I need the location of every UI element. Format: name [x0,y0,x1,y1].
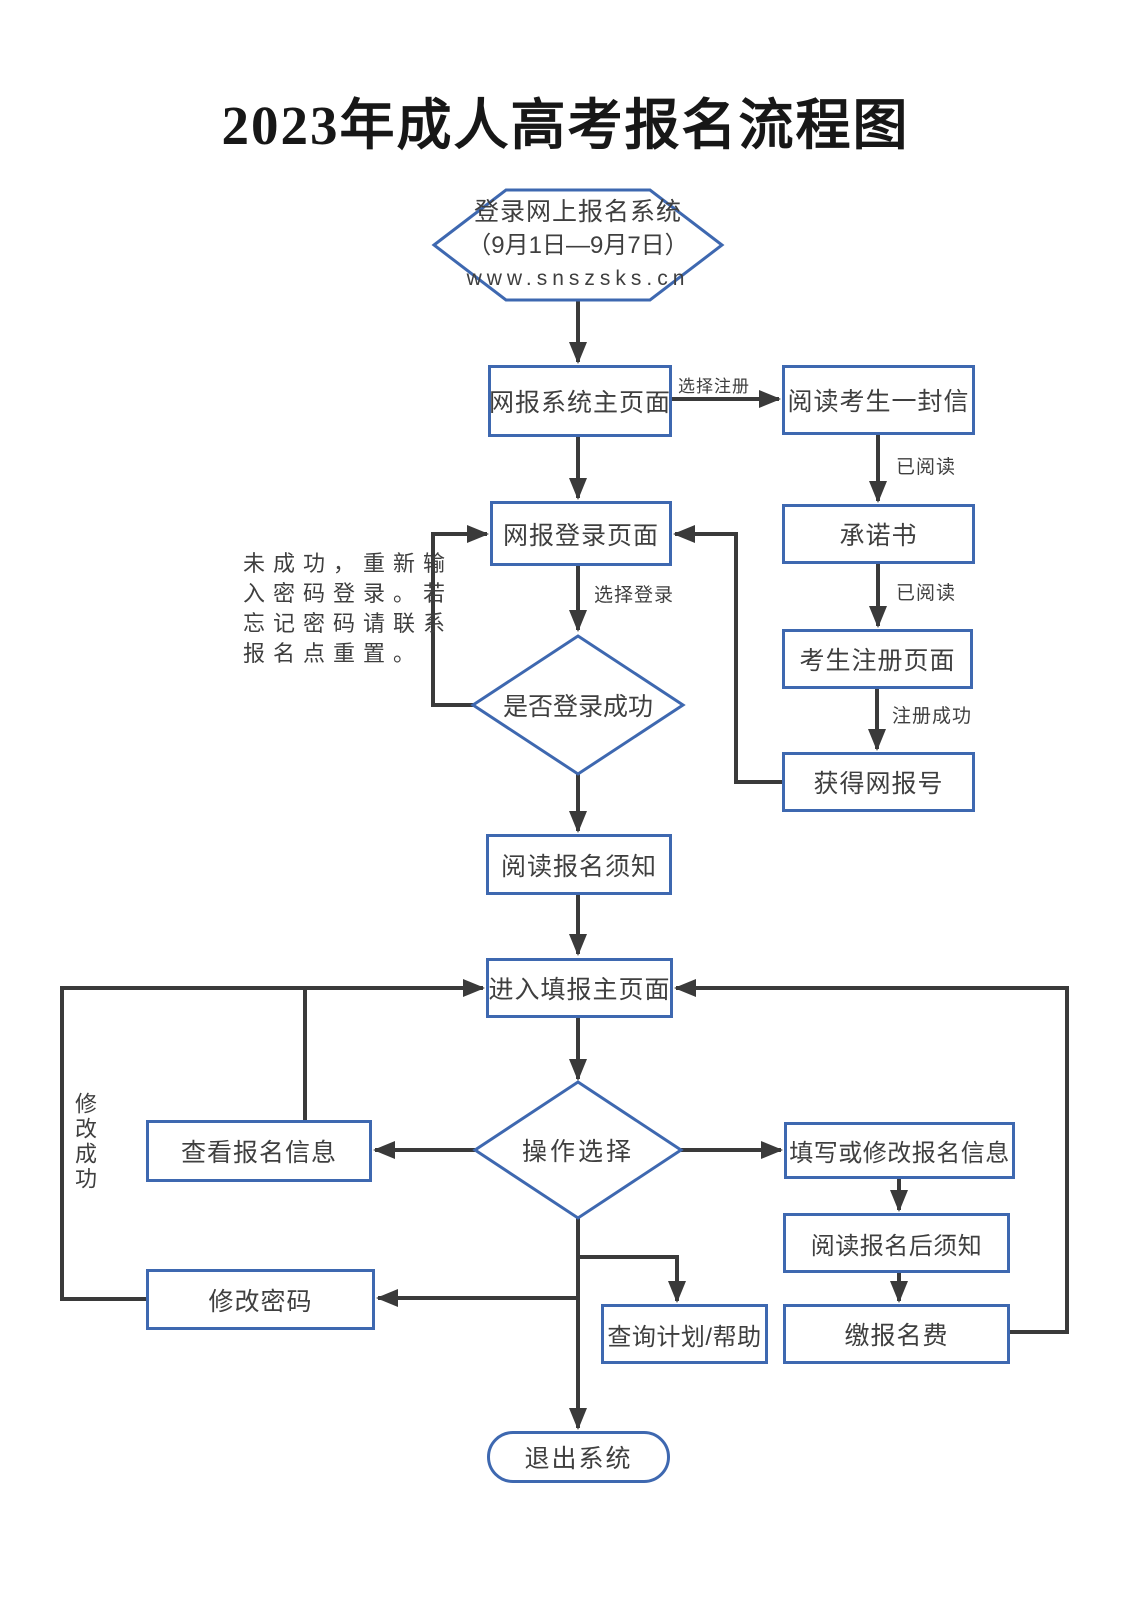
edge-branch-to-queryhelp [578,1255,686,1303]
login-portal-line1: 登录网上报名系统 [473,198,682,226]
node-view-signup-info: 查看报名信息 [146,1120,372,1182]
edge-label-read-done-1: 已阅读 [896,457,957,478]
node-modify-password: 修改密码 [146,1269,375,1330]
node-read-signup-notice: 阅读报名须知 [486,834,672,895]
node-read-candidate-letter: 阅读考生一封信 [782,365,975,435]
node-obtain-web-id: 获得网报号 [782,752,975,812]
login-portal-label: 登录网上报名系统 （9月1日—9月7日） www.snszsks.cn [434,196,722,295]
edge-label-read-done-2: 已阅读 [896,583,957,604]
edge-password-loop [60,979,485,1301]
decision-login-success-label: 是否登录成功 [502,693,653,721]
edge-payfee-loop [674,979,1069,1334]
edge-label-choose-register: 选择注册 [678,377,750,396]
login-portal-line3: www.snszsks.cn [466,267,690,290]
edge-label-modify-success: 修改成功 [72,1092,97,1192]
login-success-diamond [470,634,686,776]
node-pay-signup-fee: 缴报名费 [783,1304,1010,1364]
node-query-plan-help: 查询计划/帮助 [601,1304,768,1364]
edge-label-register-success: 注册成功 [892,706,973,727]
node-enter-fill-main-page: 进入填报主页面 [486,958,673,1018]
page-title: 2023年成人高考报名流程图 [221,95,910,156]
edge-webid-to-loginpage [673,525,782,784]
login-portal-hexagon [431,188,725,302]
node-fill-or-modify-info: 填写或修改报名信息 [784,1122,1015,1179]
login-retry-note: 未成功，重新输 入密码登录。若 忘记密码请联系 报名点重置。 [243,549,453,669]
login-retry-note-line: 未成功，重新输 [243,551,454,576]
login-portal-line2: （9月1日—9月7日） [467,232,689,259]
login-retry-note-line: 忘记密码请联系 [243,611,454,636]
node-web-main-page: 网报系统主页面 [488,365,672,437]
edge-label-choose-login: 选择登录 [594,585,675,606]
node-candidate-register-page: 考生注册页面 [782,629,973,689]
node-exit-system: 退出系统 [487,1431,670,1483]
login-retry-note-line: 入密码登录。若 [243,581,454,606]
node-commitment-letter: 承诺书 [782,504,975,564]
edge-retry-loop [431,525,489,707]
node-read-post-signup-notice: 阅读报名后须知 [783,1213,1010,1273]
operation-select-diamond [472,1080,684,1220]
decision-operation-select-label: 操作选择 [521,1138,634,1166]
login-retry-note-line: 报名点重置。 [243,641,424,666]
node-web-login-page: 网报登录页面 [490,501,672,566]
